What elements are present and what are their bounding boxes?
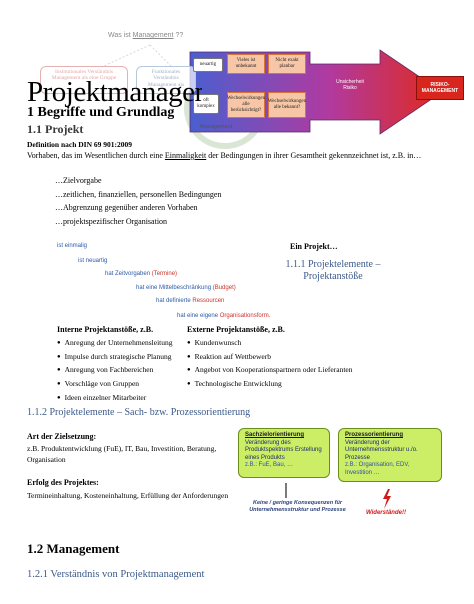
heading-1: 1 Begriffe und Grundlagen <box>27 105 174 120</box>
heading-1-1-2: 1.1.2 Projektelemente – Sach- bzw. Proze… <box>27 407 251 418</box>
heading-1-2-1: 1.2.1 Verständnis von Projektmanagement <box>27 569 205 580</box>
stair-item: ist neuartig <box>78 258 108 264</box>
prozess-box: Prozessorientierung Veränderung der Unte… <box>338 428 442 482</box>
list-item: Vorschläge von Gruppen <box>57 378 173 392</box>
extern-heading: Externe Projektanstöße, z.B. <box>187 325 285 334</box>
box-neuartig: neuartig <box>193 58 223 72</box>
condition-list: …Zielvorgabe …zeitlichen, finanziellen, … <box>55 174 221 228</box>
diagram-question: Was ist Management ?? <box>108 32 184 39</box>
art-zielsetzung-heading: Art der Zielsetzung: <box>27 432 97 441</box>
list-item: Kundenwunsch <box>187 337 352 351</box>
list-item: Angebot von Kooperationspartnern oder Li… <box>187 364 353 378</box>
list-item: Impulse durch strategische Planung <box>57 351 173 365</box>
widerstaende-label: Widerstände!! <box>366 510 406 516</box>
stair-item: hat definierte Ressourcen <box>156 298 225 304</box>
stair-item: hat eine Mittelbeschränkung (Budget) <box>136 285 236 291</box>
cycle-label: Management <box>200 124 233 130</box>
einmaligkeit-link[interactable]: Einmaligkeit <box>164 151 207 160</box>
box-nicht-exakt: Nicht exakt planbar <box>268 54 306 74</box>
faded-functional-box: Funktionales Verständnis Management als <box>136 66 196 94</box>
heading-1-2: 1.2 Management <box>27 541 120 556</box>
list-item: …projektspezifischer Organisation <box>55 216 168 226</box>
list-item: …zeitlichen, finanziellen, personellen B… <box>55 189 222 199</box>
heading-1-1-1: 1.1.1 Projektelemente – Projektanstöße <box>285 259 381 282</box>
unsicherheit-label: Unsicherheit Risiko <box>336 79 364 91</box>
list-item: Anregung der Unternehmensleitung <box>57 337 173 351</box>
box-vieles-unbekannt: Vieles ist unbekannt <box>227 54 265 74</box>
box-wechselwirkungen-1: Wechselwirkungen alle berücksichtigt? <box>227 92 265 118</box>
definition-text: Vorhaben, das im Wesentlichen durch eine… <box>27 151 422 160</box>
stair-item: ist einmalig <box>57 243 88 249</box>
art-zielsetzung-text: z.B. Produktentwicklung (FuE), IT, Bau, … <box>27 444 217 464</box>
stair-item: hat eine eigene Organisationsform. <box>177 313 271 319</box>
list-item: Technologische Entwicklung <box>187 378 352 392</box>
management-link[interactable]: Management <box>132 32 174 39</box>
list-item: Reaktion auf Wettbewerb <box>187 351 352 365</box>
list-item: …Zielvorgabe <box>55 176 102 185</box>
neutral-marker-icon <box>285 483 287 498</box>
faded-institutional-box: Institutionales Verständnis Management a… <box>40 66 128 94</box>
sachziel-box: Sachzielorientierung Veränderung des Pro… <box>238 428 330 478</box>
keine-konsequenzen-label: Keine / geringe Konsequenzen für Unterne… <box>249 500 346 513</box>
extern-list: Kundenwunsch Reaktion auf Wettbewerb Ang… <box>187 337 353 392</box>
box-oft-komplex: oft komplex <box>193 94 219 114</box>
list-item: …Abgrenzung gegenüber anderen Vorhaben <box>55 203 198 212</box>
erfolg-text: Termineinhaltung, Kosteneinhaltung, Erfü… <box>27 491 229 500</box>
intern-heading: Interne Projektanstöße, z.B. <box>57 325 154 334</box>
ein-projekt-label: Ein Projekt… <box>290 242 338 251</box>
box-wechselwirkungen-2: Wechselwirkungen alle bekannt? <box>268 92 306 118</box>
stair-item: hat Zeitvorgaben (Termine) <box>105 271 178 277</box>
list-item: Anregung von Fachbereichen <box>57 364 173 378</box>
risk-management-box: RISIKO-MANAGEMENT <box>416 76 464 100</box>
intern-list: Anregung der Unternehmensleitung Impulse… <box>57 337 173 406</box>
heading-1-1: 1.1 Projekt <box>27 122 84 136</box>
erfolg-heading: Erfolg des Projektes: <box>27 478 99 487</box>
definition-label: Definition nach DIN 69 901:2009 <box>27 140 133 149</box>
lightning-icon <box>383 489 391 509</box>
page-title: Projektmanagement <box>27 76 202 108</box>
list-item: Ideen einzelner Mitarbeiter <box>57 392 173 406</box>
